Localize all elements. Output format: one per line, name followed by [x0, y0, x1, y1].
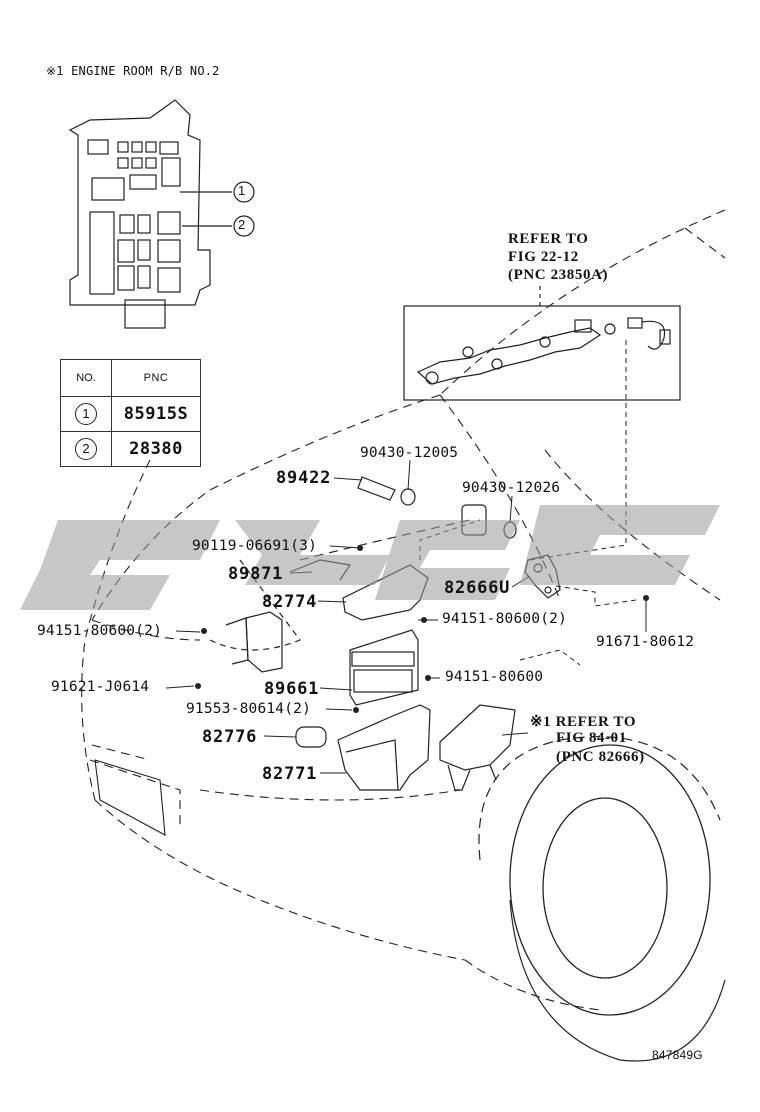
row-pnc: 85915S: [111, 396, 201, 432]
part-91621-j0614: 91621-J0614: [51, 679, 150, 695]
ecu-icon: [349, 629, 419, 706]
part-91553-80614: 91553-80614(2): [186, 701, 312, 717]
watermark-logo: [20, 505, 720, 610]
part-90119-06691: 90119-06691(3): [192, 538, 318, 554]
fuel-rail-inset: [403, 305, 681, 401]
callout-1: 1: [238, 183, 246, 198]
table-row: 1 85915S: [60, 396, 201, 432]
relay-box-title: ※1 ENGINE ROOM R/B NO.2: [46, 64, 220, 78]
callout-2: 2: [238, 217, 246, 232]
part-89871: 89871: [228, 564, 284, 584]
table-row: 2 28380: [60, 431, 201, 467]
refer-bottom-line2: FIG 84-01: [556, 730, 627, 746]
part-90430-12026: 90430-12026: [462, 480, 561, 496]
part-82771: 82771: [262, 764, 318, 784]
part-90430-12005: 90430-12005: [360, 445, 459, 461]
relay-box-icon: [68, 99, 232, 329]
part-82666u: 82666U: [444, 578, 511, 598]
part-82776: 82776: [202, 727, 258, 747]
part-89422: 89422: [276, 468, 332, 488]
part-94151-80600-left: 94151-80600(2): [37, 623, 163, 639]
callout-2-circle: [233, 215, 255, 237]
part-82774: 82774: [262, 592, 318, 612]
callout-1-circle: [233, 181, 255, 203]
refer-top-line3: (PNC 23850A): [508, 267, 609, 283]
part-89661: 89661: [264, 679, 320, 699]
table-header-pnc: PNC: [111, 359, 201, 397]
refer-top-line2: FIG 22-12: [508, 249, 579, 265]
figure-code: 847849G: [652, 1048, 703, 1062]
row-no-circle: 1: [75, 403, 97, 425]
row-pnc: 28380: [111, 431, 201, 467]
part-91671-80612: 91671-80612: [596, 634, 695, 650]
row-no-circle: 2: [75, 438, 97, 460]
part-94151-80600-right: 94151-80600(2): [442, 611, 568, 627]
pnc-table: NO. PNC 1 85915S 2 28380: [60, 359, 201, 467]
table-header-no: NO.: [60, 359, 112, 397]
refer-top-line1: REFER TO: [508, 231, 589, 247]
refer-bottom-line1: ※1 REFER TO: [530, 714, 637, 730]
fuel-rail-icon: [416, 317, 671, 385]
part-94151-80600-single: 94151-80600: [445, 669, 544, 685]
refer-bottom-line3: (PNC 82666): [556, 749, 645, 765]
